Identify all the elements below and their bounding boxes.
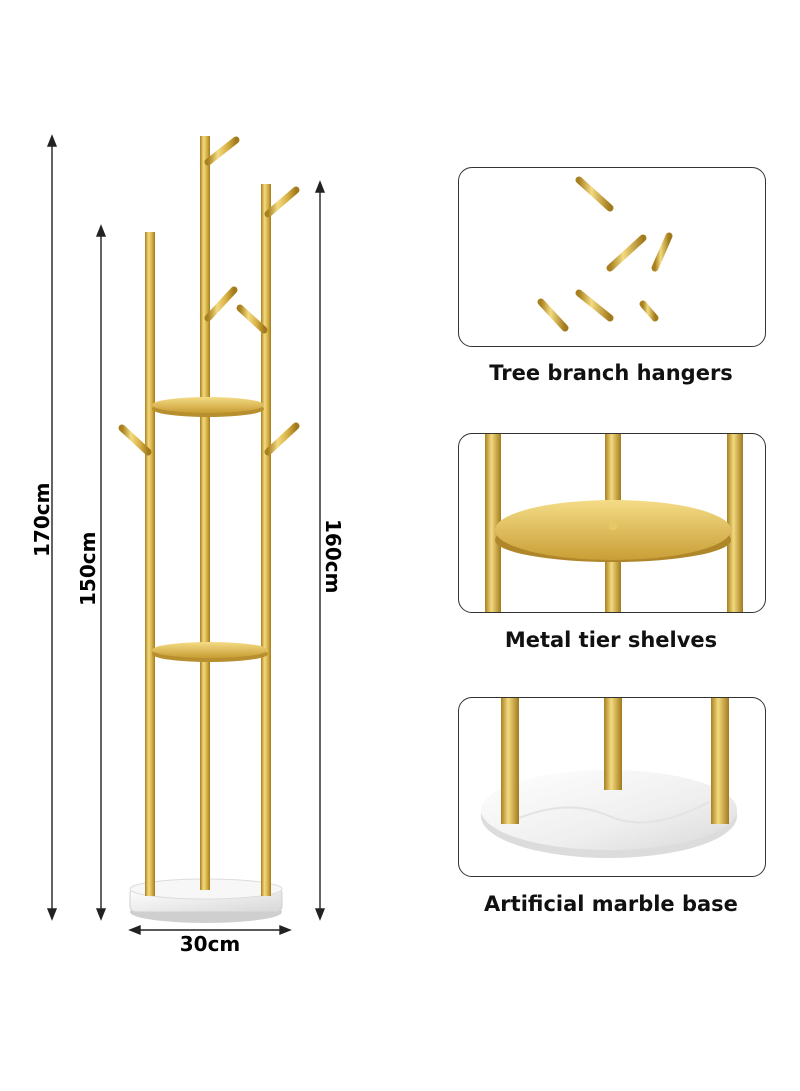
feature-panel-base — [458, 697, 766, 877]
dimension-150-label: 150cm — [76, 531, 100, 606]
branch-hooks — [118, 136, 300, 456]
tier-shelf-closeup — [485, 434, 743, 612]
feature-caption-shelves: Metal tier shelves — [504, 628, 718, 652]
feature-caption-base: Artificial marble base — [484, 892, 738, 916]
dimension-170-label: 170cm — [30, 482, 54, 557]
dimension-lines — [46, 134, 326, 936]
coat-rack-illustration — [46, 134, 326, 936]
marble-base-closeup — [481, 698, 737, 858]
tier-shelves — [152, 397, 268, 662]
branch-hangers-closeup — [537, 176, 673, 346]
feature-caption-branches: Tree branch hangers — [489, 361, 733, 385]
dimension-30-label: 30cm — [179, 932, 241, 956]
feature-panel-branches — [458, 167, 766, 347]
rack-poles — [145, 136, 271, 896]
dimension-160-label: 160cm — [321, 519, 345, 594]
feature-panel-shelves — [458, 433, 766, 613]
